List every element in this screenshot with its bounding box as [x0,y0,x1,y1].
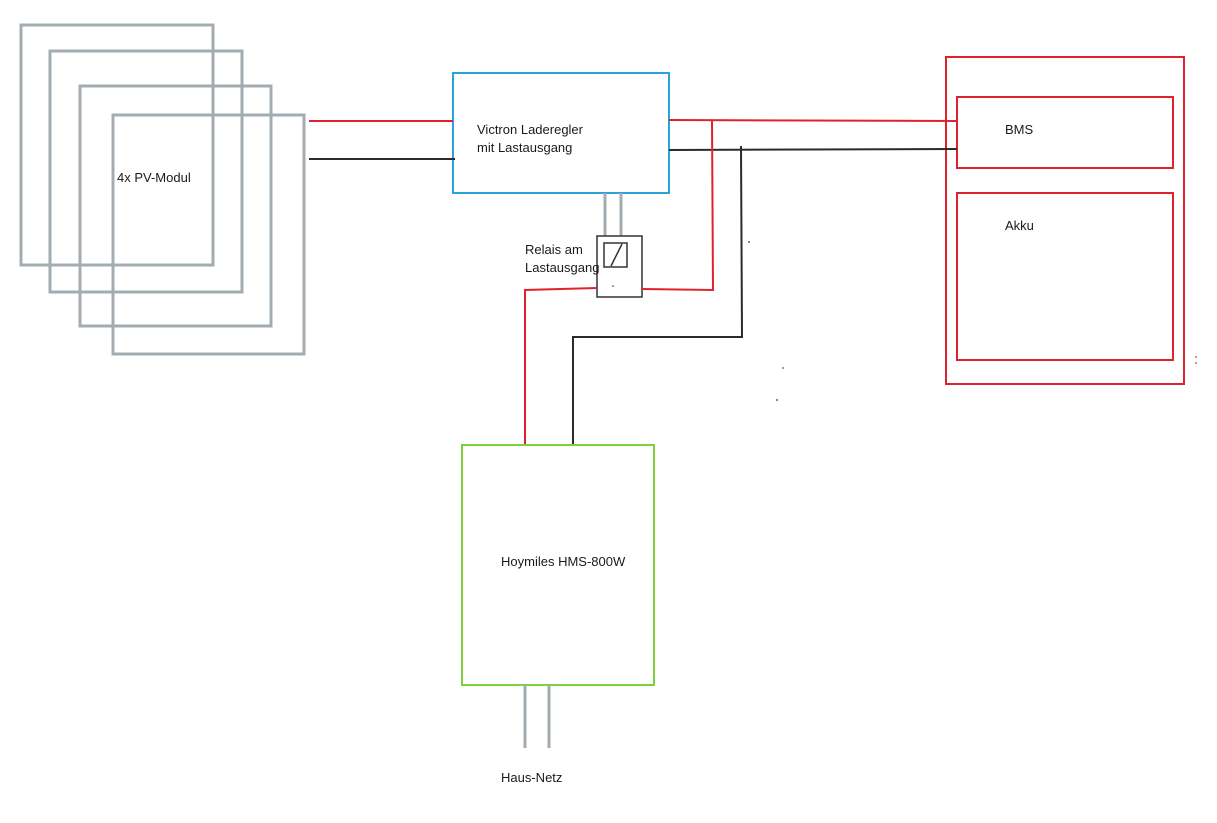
pv-module-1 [19,23,215,267]
stray-dot-5 [1195,362,1197,364]
akku-label: Akku [1005,218,1034,233]
charge-controller [452,72,670,194]
relay-label-2: Lastausgang [525,260,599,275]
charge-controller-label-2: mit Lastausgang [477,140,572,155]
stray-dot-3 [776,399,778,401]
battery-negative-wire [668,148,958,151]
relay-positive-feed [641,119,715,292]
akku-box [956,192,1174,361]
battery-enclosure [945,56,1185,385]
battery-positive-wire [668,119,958,122]
pv-modules [19,23,306,356]
bms-label: BMS [1005,122,1034,137]
relay-switch-stroke [610,243,623,267]
stray-dot-4 [1195,356,1197,358]
stray-dot-1 [748,241,750,243]
inverter-label: Hoymiles HMS-800W [501,554,626,569]
inverter-negative-wire [572,145,744,446]
inverter-positive-wire [524,287,598,446]
charge-controller-label-1: Victron Laderegler [477,122,584,137]
relay-switch-icon [603,242,628,268]
pv-module-3 [78,84,273,328]
bms-box [956,96,1174,169]
pv-modules-label: 4x PV-Modul [117,170,191,185]
relay-label-1: Relais am [525,242,583,257]
stray-dot-2 [782,367,784,369]
pv-module-2 [48,49,244,294]
relay-dot [612,285,614,287]
pv-module-4 [111,113,306,356]
grid-label: Haus-Netz [501,770,562,785]
inverter-box [461,444,655,686]
